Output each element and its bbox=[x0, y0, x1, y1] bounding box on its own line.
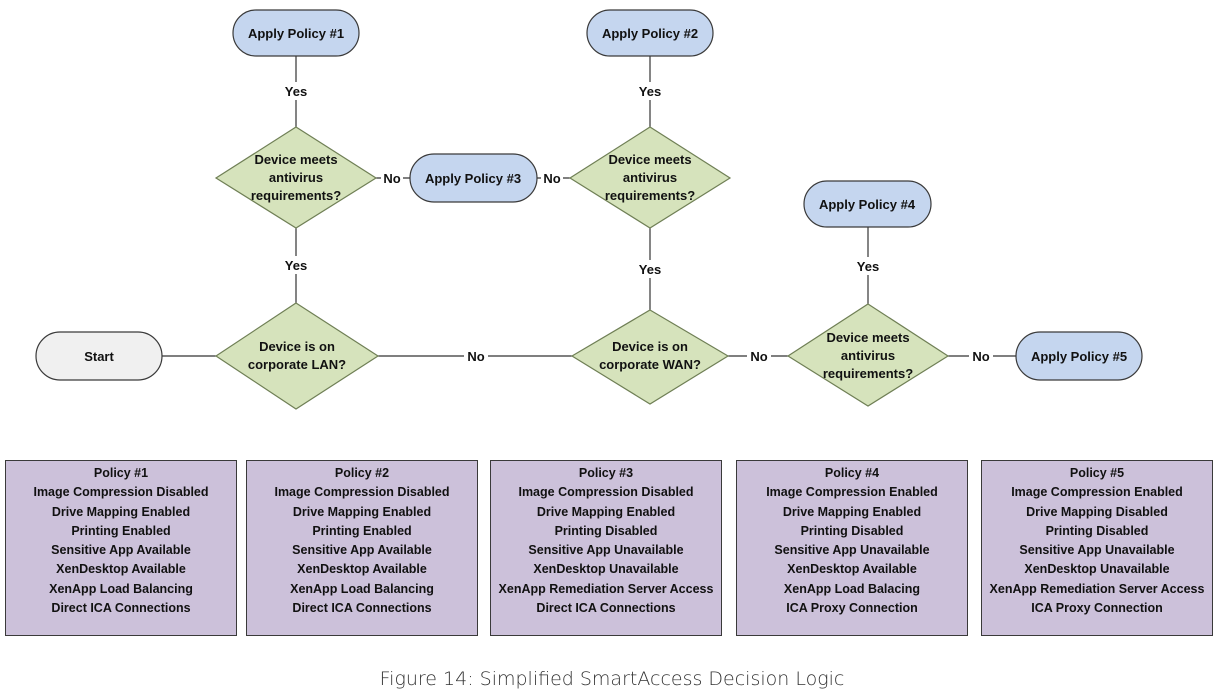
policy-box-line: Printing Enabled bbox=[312, 523, 412, 538]
edge-label-yes-av1-apply1: Yes bbox=[285, 84, 307, 99]
decision-antivirus-3: Device meets antivirus requirements? bbox=[786, 303, 950, 407]
policy-box-line: Image Compression Disabled bbox=[274, 485, 450, 500]
policy-box-title: Policy #1 bbox=[93, 466, 149, 480]
policy-box-title: Policy #2 bbox=[334, 466, 390, 480]
policy-box-line: XenDesktop Available bbox=[787, 562, 917, 577]
policy-box-line: XenApp Load Balancing bbox=[49, 581, 193, 596]
decision-antivirus-1: Device meets antivirus requirements? bbox=[214, 126, 378, 229]
policy-box-line: Printing Disabled bbox=[554, 523, 658, 538]
policy-box-line: Direct ICA Connections bbox=[51, 601, 191, 616]
policy-box-line: Sensitive App Available bbox=[51, 543, 191, 558]
policy-box-title: Policy #3 bbox=[578, 466, 634, 480]
policy-box-2: Policy #2 Image Compression Disabled Dri… bbox=[246, 460, 478, 636]
decision-antivirus-3-line3: requirements? bbox=[823, 366, 913, 381]
policy-box-line: Image Compression Enabled bbox=[1011, 485, 1183, 500]
policy-box-line: Direct ICA Connections bbox=[536, 601, 676, 616]
policy-box-line: XenApp Load Balancing bbox=[290, 581, 434, 596]
policy-box-line: ICA Proxy Connection bbox=[1031, 601, 1163, 616]
decision-antivirus-1-line1: Device meets bbox=[254, 152, 337, 167]
policy-box-line: Printing Enabled bbox=[71, 523, 171, 538]
policy-box-5: Policy #5 Image Compression Enabled Driv… bbox=[981, 460, 1213, 636]
policy-box-title: Policy #4 bbox=[824, 466, 880, 480]
policy-box-line: XenDesktop Unavailable bbox=[1024, 562, 1170, 577]
decision-antivirus-3-line1: Device meets bbox=[826, 330, 909, 345]
apply-policy-5-node: Apply Policy #5 bbox=[1015, 331, 1143, 381]
apply-policy-4-label: Apply Policy #4 bbox=[819, 197, 916, 212]
policy-box-line: XenDesktop Available bbox=[56, 562, 186, 577]
policy-box-line: Sensitive App Unavailable bbox=[528, 543, 684, 558]
decision-wan-line1: Device is on bbox=[612, 339, 688, 354]
policy-box-line: ICA Proxy Connection bbox=[786, 601, 918, 616]
apply-policy-4-node: Apply Policy #4 bbox=[803, 180, 932, 228]
policy-box-line: Image Compression Disabled bbox=[33, 485, 209, 500]
policy-box-line: Image Compression Disabled bbox=[518, 485, 694, 500]
policy-box-line: Image Compression Enabled bbox=[766, 485, 938, 500]
policy-box-line: Sensitive App Unavailable bbox=[1019, 543, 1175, 558]
decision-lan-line1: Device is on bbox=[259, 339, 335, 354]
decision-wan-line2: corporate WAN? bbox=[599, 357, 701, 372]
policy-box-line: XenDesktop Available bbox=[297, 562, 427, 577]
decision-lan-line2: corporate LAN? bbox=[248, 357, 346, 372]
decision-antivirus-1-line2: antivirus bbox=[269, 170, 323, 185]
apply-policy-2-node: Apply Policy #2 bbox=[586, 9, 714, 57]
edge-label-no-av2-apply3: No bbox=[543, 171, 560, 186]
apply-policy-3-label: Apply Policy #3 bbox=[425, 171, 521, 186]
edge-label-yes-av2-apply2: Yes bbox=[639, 84, 661, 99]
policy-box-line: Drive Mapping Disabled bbox=[1026, 504, 1168, 519]
policy-box-title: Policy #5 bbox=[1069, 466, 1125, 480]
policy-box-line: Drive Mapping Enabled bbox=[51, 504, 191, 519]
edge-labels: Yes Yes Yes Yes Yes No No No No No bbox=[282, 82, 993, 365]
decision-wan: Device is on corporate WAN? bbox=[570, 309, 730, 405]
policy-box-line: XenApp Remediation Server Access bbox=[498, 581, 714, 596]
edge-label-no-lan-wan: No bbox=[467, 349, 484, 364]
decision-antivirus-2-line3: requirements? bbox=[605, 188, 695, 203]
apply-policy-1-node: Apply Policy #1 bbox=[232, 9, 360, 57]
figure-caption: Figure 14: Simplified SmartAccess Decisi… bbox=[379, 668, 845, 690]
apply-policy-2-label: Apply Policy #2 bbox=[602, 26, 698, 41]
policy-box-line: Printing Disabled bbox=[1045, 523, 1149, 538]
flowchart: Yes Yes Yes Yes Yes No No No No No Start… bbox=[35, 9, 1143, 410]
policy-box-4: Policy #4 Image Compression Enabled Driv… bbox=[736, 460, 968, 636]
policy-box-line: Printing Disabled bbox=[800, 523, 904, 538]
edge-label-no-av3-apply5: No bbox=[972, 349, 989, 364]
policy-box-line: Direct ICA Connections bbox=[292, 601, 432, 616]
policy-box-line: XenDesktop Unavailable bbox=[533, 562, 679, 577]
decision-antivirus-2-line1: Device meets bbox=[608, 152, 691, 167]
policy-box-line: Sensitive App Available bbox=[292, 543, 432, 558]
edge-label-yes-av3-apply4: Yes bbox=[857, 259, 879, 274]
decision-antivirus-2: Device meets antivirus requirements? bbox=[568, 126, 732, 229]
edge-label-no-av1-apply3: No bbox=[383, 171, 400, 186]
policy-box-line: XenApp Remediation Server Access bbox=[989, 581, 1205, 596]
policy-box-3: Policy #3 Image Compression Disabled Dri… bbox=[490, 460, 722, 636]
apply-policy-1-label: Apply Policy #1 bbox=[248, 26, 344, 41]
edge-label-yes-wan-av2: Yes bbox=[639, 262, 661, 277]
policy-box-line: Sensitive App Unavailable bbox=[774, 543, 930, 558]
policy-box-line: Drive Mapping Enabled bbox=[536, 504, 676, 519]
start-node: Start bbox=[35, 331, 163, 381]
policy-box-line: Drive Mapping Enabled bbox=[782, 504, 922, 519]
decision-lan: Device is on corporate LAN? bbox=[214, 302, 380, 410]
apply-policy-5-label: Apply Policy #5 bbox=[1031, 349, 1127, 364]
edge-label-no-wan-av3: No bbox=[750, 349, 767, 364]
policy-box-line: Drive Mapping Enabled bbox=[292, 504, 432, 519]
policy-box-line: XenApp Load Balacing bbox=[783, 581, 921, 596]
policy-box-1: Policy #1 Image Compression Disabled Dri… bbox=[5, 460, 237, 636]
decision-antivirus-2-line2: antivirus bbox=[623, 170, 677, 185]
apply-policy-3-node: Apply Policy #3 bbox=[409, 153, 538, 203]
decision-antivirus-3-line2: antivirus bbox=[841, 348, 895, 363]
edge-label-yes-lan-av1: Yes bbox=[285, 258, 307, 273]
decision-antivirus-1-line3: requirements? bbox=[251, 188, 341, 203]
start-node-label: Start bbox=[84, 349, 114, 364]
